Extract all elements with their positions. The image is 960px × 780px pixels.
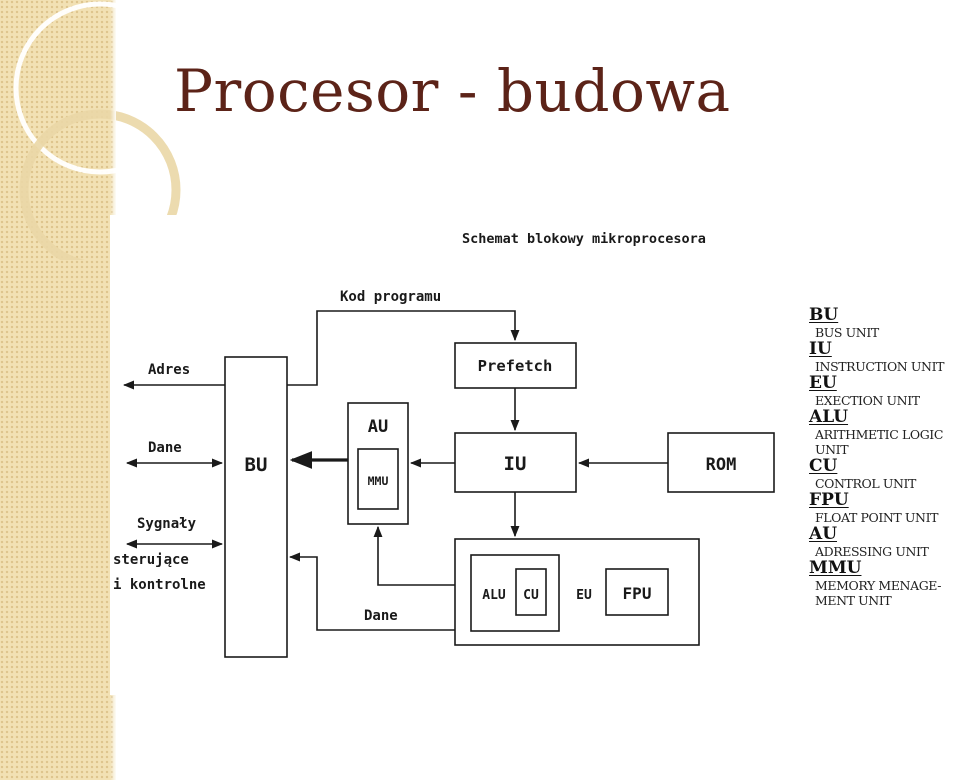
legend-abbr: IU [809, 339, 832, 359]
legend-full: ARITHMETIC LOGIC UNIT [815, 427, 943, 457]
legend-full: FLOAT POINT UNIT [815, 510, 939, 525]
dane-left-label: Dane [148, 440, 182, 456]
legend-item: FPU FLOAT POINT UNIT [806, 490, 960, 526]
eu-bu-path [288, 552, 455, 631]
legend-full: ADRESSING UNIT [815, 544, 929, 559]
decorative-circles [13, 1, 187, 260]
legend-abbr: EU [809, 373, 837, 393]
legend-full: INSTRUCTION UNIT [815, 359, 945, 374]
legend-item: ALU ARITHMETIC LOGIC UNIT [806, 407, 960, 458]
legend-abbr: BU [809, 305, 839, 325]
eu-au-path [373, 525, 455, 586]
mmu-block [357, 448, 399, 510]
prefetch-label: Prefetch [478, 357, 553, 375]
legend-abbr: MMU [809, 558, 862, 578]
alu-label: ALU [482, 588, 506, 603]
cu-block [515, 568, 547, 616]
legend-item: BU BUS UNIT [806, 305, 960, 341]
block-diagram: Schemat blokowy mikroprocesora BU AU MMU… [113, 231, 775, 658]
fpu-label: FPU [623, 584, 652, 603]
kod-programu-path [287, 310, 520, 386]
legend-abbr: ALU [809, 407, 849, 427]
legend-item: IU INSTRUCTION UNIT [806, 339, 960, 375]
slide-title: Procesor - budowa [174, 57, 731, 125]
legend-abbr: FPU [809, 490, 849, 510]
rom-label: ROM [706, 455, 737, 475]
au-block [347, 402, 409, 525]
legend-full: BUS UNIT [815, 325, 879, 340]
legend-full: EXECTION UNIT [815, 393, 920, 408]
sygnaly-label: Sygnały [137, 516, 197, 532]
kontrolne-label: i kontrolne [113, 577, 206, 593]
dane-bottom-label: Dane [364, 608, 398, 624]
diagram-background [110, 215, 810, 695]
legend-item: AU ADRESSING UNIT [806, 524, 960, 560]
legend-item: EU EXECTION UNIT [806, 373, 960, 409]
legend-item: MMU MEMORY MENAGE- MENT UNIT [806, 558, 960, 609]
legend-item: CU CONTROL UNIT [806, 456, 960, 492]
alu-block [470, 554, 560, 632]
fpu-block [605, 568, 669, 616]
eu-block [454, 538, 700, 646]
bu-block [224, 356, 288, 658]
bu-label: BU [245, 454, 268, 476]
kod-programu-label: Kod programu [340, 289, 441, 305]
legend-abbr: AU [809, 524, 838, 544]
legend-full: MEMORY MENAGE- MENT UNIT [815, 578, 942, 608]
abbreviation-legend: BU BUS UNIT IU INSTRUCTION UNIT EU EXECT… [806, 306, 960, 678]
iu-label: IU [504, 453, 527, 475]
cu-label: CU [523, 588, 539, 603]
mmu-label: MMU [368, 474, 389, 488]
sterujace-label: sterujące [113, 552, 189, 568]
eu-label: EU [576, 588, 592, 603]
au-label: AU [368, 417, 388, 437]
adres-label: Adres [148, 362, 190, 378]
legend-abbr: CU [809, 456, 838, 476]
legend-full: CONTROL UNIT [815, 476, 916, 491]
diagram-caption: Schemat blokowy mikroprocesora [462, 231, 706, 247]
